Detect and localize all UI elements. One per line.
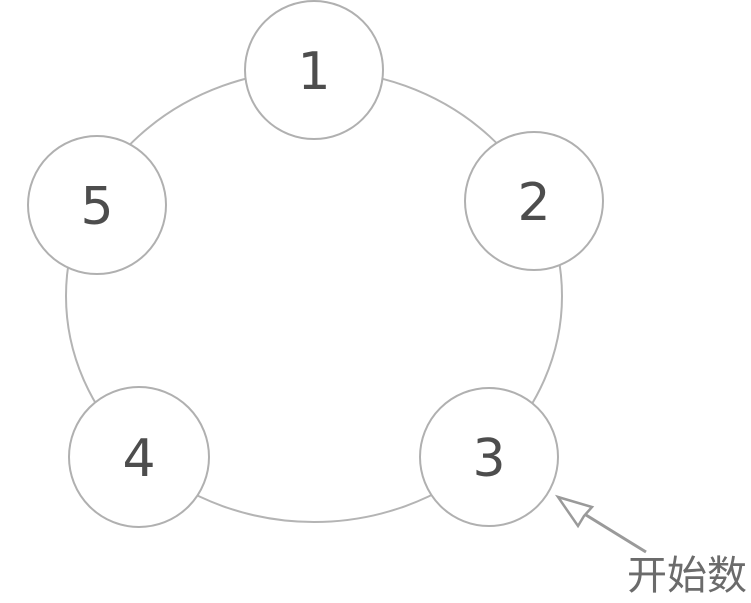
node-4-circle [68, 386, 210, 528]
annotation-start-label: 开始数 [627, 553, 747, 599]
node-1: 1 [244, 0, 384, 140]
node-5: 5 [27, 135, 167, 275]
node-2: 2 [464, 131, 604, 271]
node-3: 3 [419, 387, 559, 527]
start-arrow [554, 494, 647, 554]
start-arrow-head-icon [554, 494, 595, 529]
node-2-circle [464, 131, 604, 271]
node-4: 4 [68, 386, 210, 528]
start-arrow-shaft [585, 513, 647, 554]
node-4-label: 4 [122, 429, 155, 489]
node-5-label: 5 [80, 177, 113, 237]
node-1-label: 1 [297, 42, 330, 102]
node-3-circle [419, 387, 559, 527]
node-3-label: 3 [472, 429, 505, 489]
node-1-circle [244, 0, 384, 140]
node-2-label: 2 [517, 173, 550, 233]
node-5-circle [27, 135, 167, 275]
